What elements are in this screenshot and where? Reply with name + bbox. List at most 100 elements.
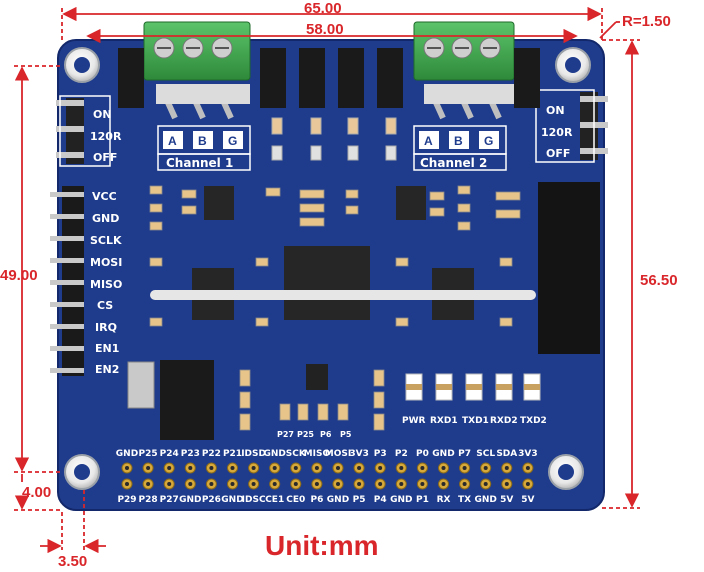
gpio-pin-hole (230, 466, 235, 470)
inductor-module (538, 182, 600, 354)
gpio-pin-hole (441, 466, 446, 470)
led-label: TXD1 (462, 416, 489, 426)
gpio-pin-hole (272, 482, 277, 486)
gpio-pin-hole (272, 466, 277, 470)
gpio-bottom-label: IDSC (242, 495, 266, 505)
jumper-right-label: OFF (546, 147, 570, 160)
gpio-pin-hole (525, 466, 530, 470)
channel-1-terminal-label: G (228, 134, 237, 148)
spi-header: VCC GND SCLK MOSI MISO CS IRQ EN1 EN2 (50, 186, 122, 376)
crystal (127, 361, 155, 409)
gpio-pin-hole (251, 466, 256, 470)
gpio-bottom-label: 5V (521, 495, 534, 505)
gpio-pin-hole (462, 482, 467, 486)
gpio-pin-hole (462, 466, 467, 470)
gpio-pin-hole (188, 482, 193, 486)
gpio-bottom-label: GND (179, 495, 201, 505)
dim-width-total: 65.00 (304, 0, 342, 17)
gpio-top-label: P3 (374, 449, 387, 459)
gpio-pin-hole (314, 482, 319, 486)
spi-pin-label: IRQ (95, 321, 117, 334)
gpio-top-label: P23 (181, 449, 200, 459)
gpio-pin-hole (399, 482, 404, 486)
gpio-pin-hole (483, 466, 488, 470)
gpio-pin-hole (399, 466, 404, 470)
dim-edge-offset-x: 3.50 (58, 553, 87, 570)
smd-components (149, 185, 521, 431)
mounting-holes (64, 47, 591, 490)
dim-height-holes: 49.00 (0, 267, 38, 284)
gpio-top-label: P22 (202, 449, 221, 459)
pad-label: P25 (297, 430, 314, 439)
gpio-top-label: P2 (395, 449, 408, 459)
dim-edge-offset-y: 4.00 (22, 484, 51, 501)
gpio-pin-hole (314, 466, 319, 470)
spi-pin-label: MOSI (90, 256, 122, 269)
spi-pin-label: SCLK (90, 234, 122, 247)
gpio-pin-hole (357, 482, 362, 486)
gpio-bottom-label: GND (221, 495, 243, 505)
gpio-bottom-label: P5 (353, 495, 366, 505)
spi-pin-label: CS (97, 299, 113, 312)
gpio-top-label: P21 (223, 449, 242, 459)
jumper-left-label: OFF (93, 151, 117, 164)
pad-label: P6 (320, 430, 332, 439)
jumper-right-label: 120R (541, 126, 573, 139)
gpio-bottom-label: P29 (117, 495, 136, 505)
gpio-top-label: P24 (160, 449, 179, 459)
pad-label: P27 (277, 430, 294, 439)
dim-width-holes: 58.00 (306, 21, 344, 38)
gpio-pin-hole (357, 466, 362, 470)
gpio-pin-hole (336, 482, 340, 486)
led-labels: PWR RXD1 TXD1 RXD2 TXD2 (402, 416, 547, 426)
spi-pin-label: VCC (92, 190, 117, 203)
gpio-pin-hole (420, 466, 425, 470)
gpio-pin-hole (504, 482, 509, 486)
gpio-top-label: 3V3 (349, 449, 369, 459)
gpio-pin-hole (146, 482, 151, 486)
gpio-pin-hole (293, 482, 298, 486)
pad-label: P5 (340, 430, 352, 439)
gpio-bottom-label: RX (437, 495, 451, 505)
gpio-top-label: 3V3 (518, 449, 538, 459)
dimension-labels: 65.00 58.00 R=1.50 49.00 56.50 4.00 3.50 (0, 0, 678, 570)
gpio-top-label: GND (116, 449, 138, 459)
gpio-pin-hole (167, 466, 172, 470)
jumper-left: ON 120R OFF (56, 95, 122, 167)
gpio-pin-hole (167, 482, 172, 486)
led-label: PWR (402, 416, 426, 426)
gpio-bottom-label: P6 (310, 495, 323, 505)
gpio-pin-hole (336, 466, 340, 470)
protection-components (118, 48, 540, 108)
channel-2-terminal-label: B (454, 134, 463, 148)
gpio-pin-hole (441, 482, 446, 486)
gpio-top-label: P7 (458, 449, 471, 459)
passive-components-top (271, 117, 397, 161)
dim-corner-radius: R=1.50 (622, 13, 671, 30)
led-label: RXD1 (430, 416, 458, 426)
gpio-pin-hole (230, 482, 235, 486)
gpio-pin-hole (378, 466, 383, 470)
channel-2-labels: A B G Channel 2 (413, 125, 507, 171)
channel-2-terminal-label: A (424, 134, 433, 148)
gpio-pin-hole (146, 466, 151, 470)
gpio-top-label: SDA (496, 449, 517, 459)
gpio-pin-hole (483, 482, 488, 486)
gpio-top-label: MOSI (325, 449, 351, 459)
spi-pin-label: MISO (90, 278, 122, 291)
gpio-top-label: MISO (304, 449, 331, 459)
unit-label: Unit:mm (265, 530, 379, 561)
gpio-bottom-label: P28 (139, 495, 158, 505)
gpio-bottom-label: GND (390, 495, 412, 505)
gpio-bottom-label: 5V (500, 495, 513, 505)
led-label: TXD2 (520, 416, 547, 426)
spi-pin-label: GND (92, 212, 119, 225)
gpio-top-label: P0 (416, 449, 429, 459)
channel-1-labels: A B G Channel 1 (157, 125, 251, 171)
gpio-bottom-label: P27 (160, 495, 179, 505)
pad-labels: P27 P25 P6 P5 (277, 430, 352, 439)
channel-2-terminal-label: G (484, 134, 493, 148)
gpio-pin-hole (125, 466, 129, 470)
gpio-pin-hole (125, 482, 129, 486)
